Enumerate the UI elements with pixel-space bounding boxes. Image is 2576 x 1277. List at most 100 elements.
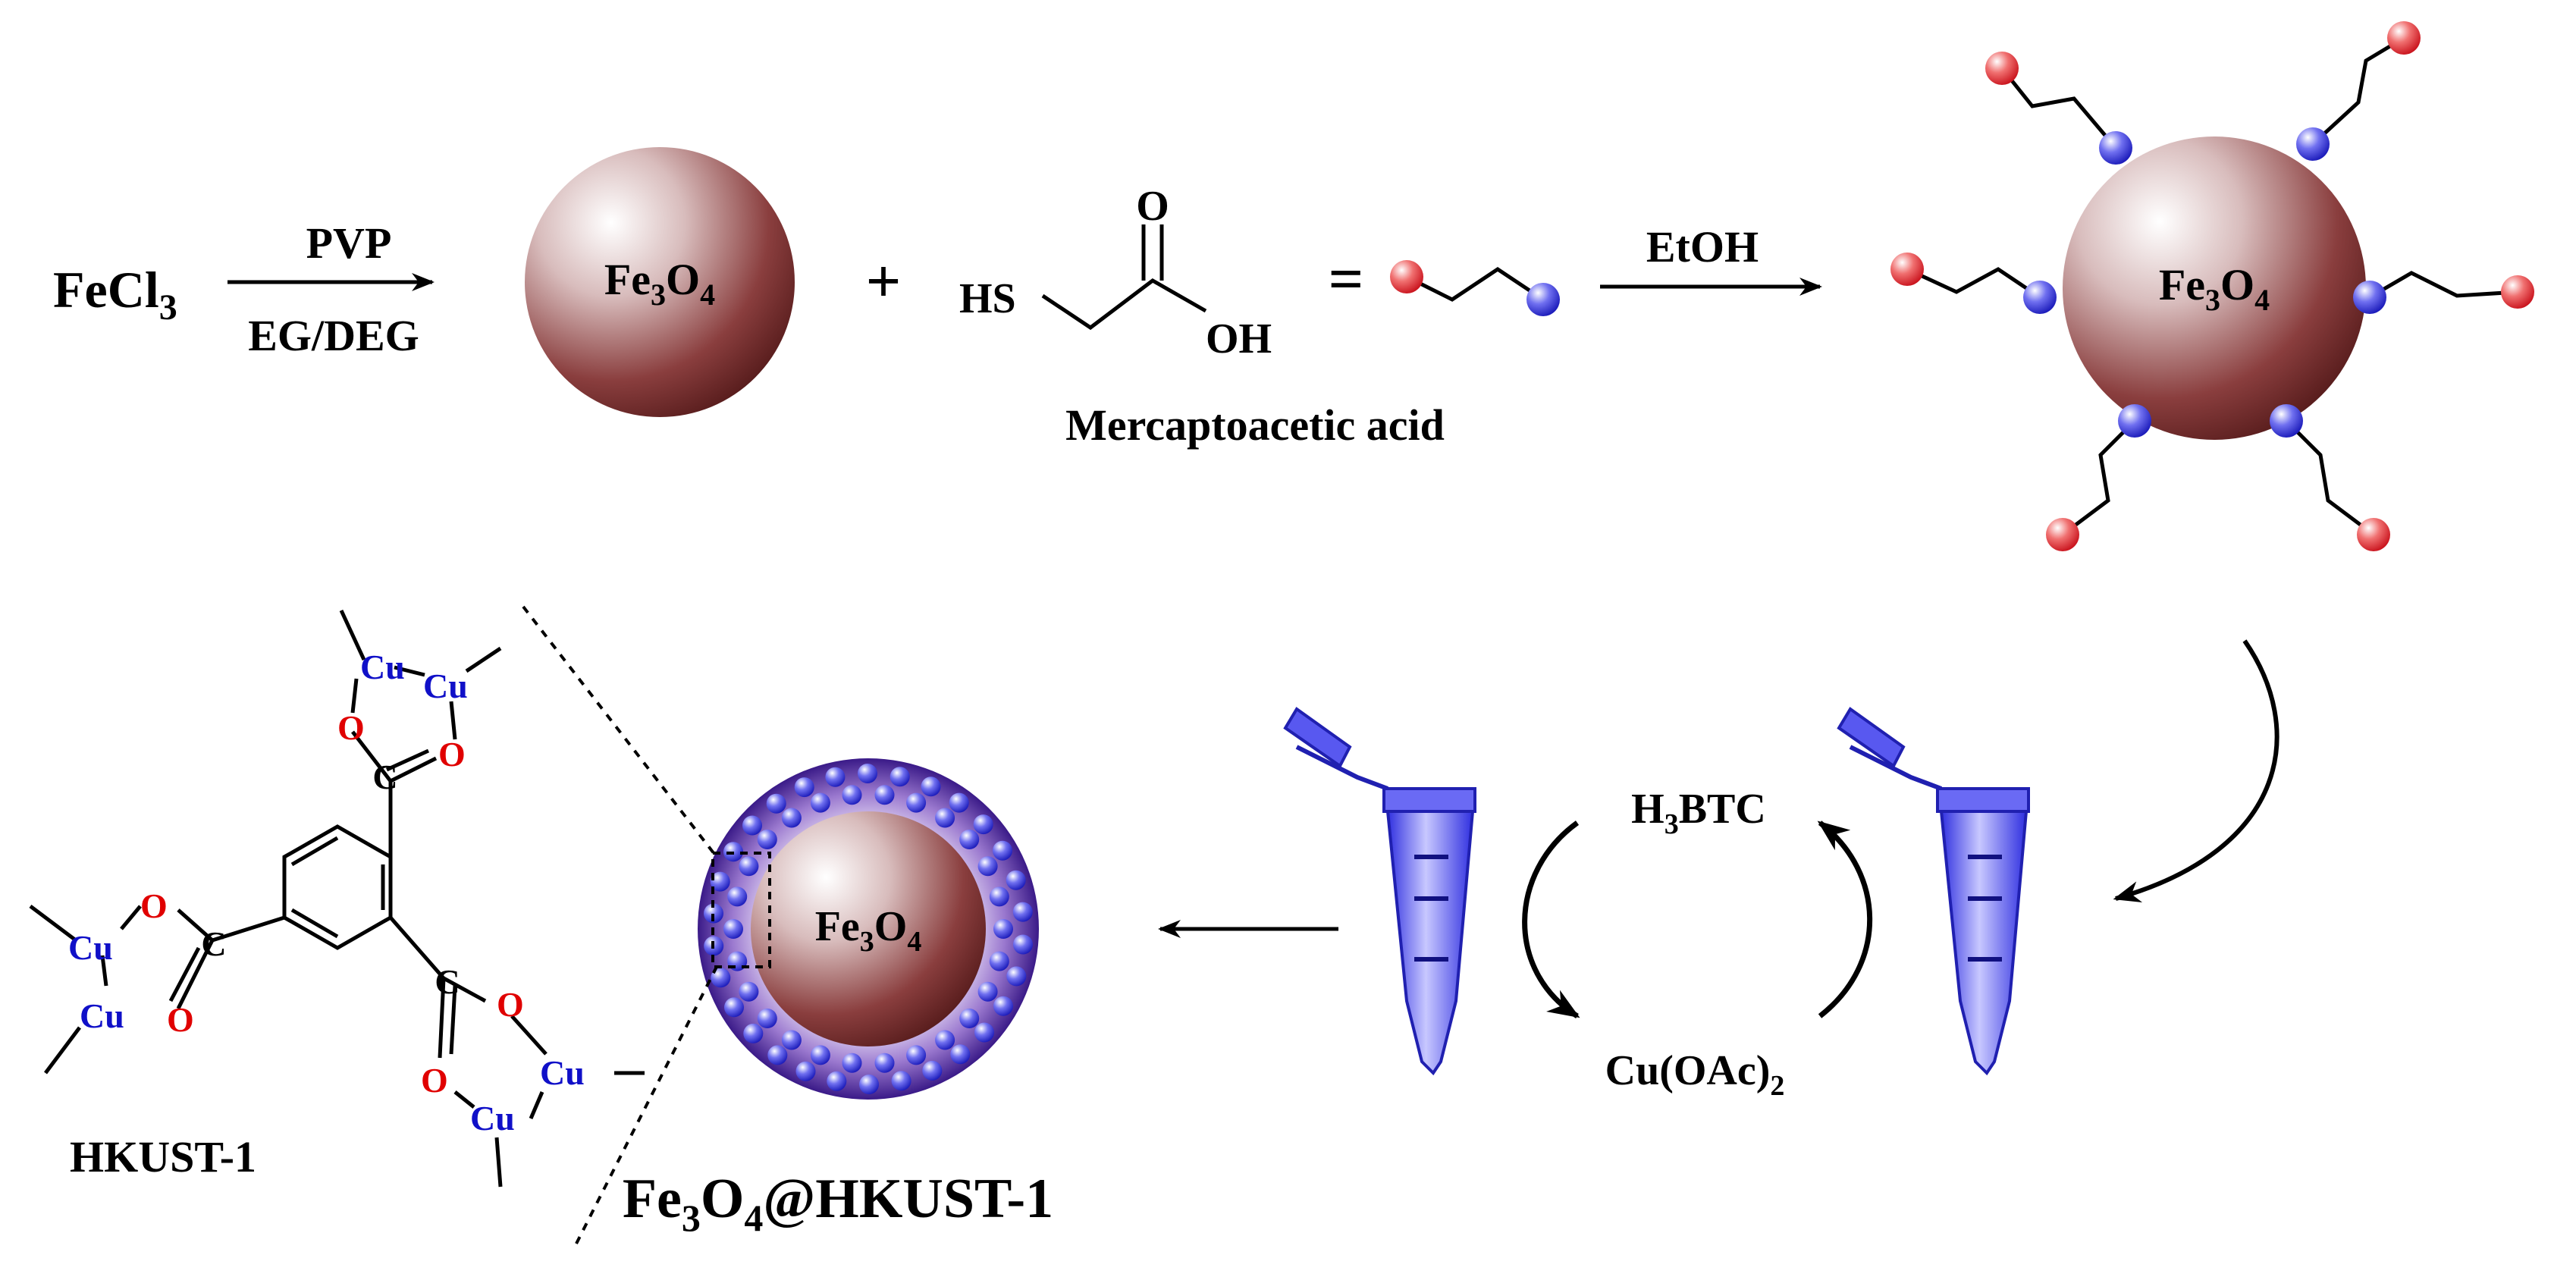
pore-dot	[959, 1009, 980, 1028]
condition-eg-deg: EG/DEG	[248, 311, 419, 360]
pore-dot	[810, 792, 830, 813]
pore-dot	[727, 886, 748, 907]
fecl3-formula: FeCl3	[53, 261, 177, 328]
pore-dot	[935, 808, 955, 828]
pore-dot	[989, 951, 1009, 971]
pore-dot	[950, 1044, 971, 1065]
pore-dot	[859, 1075, 879, 1094]
plus-sign: +	[866, 246, 902, 315]
svg-text:Fe3O4: Fe3O4	[604, 255, 715, 312]
pore-dot	[795, 1061, 816, 1081]
acid-hs-label: HS	[959, 275, 1016, 322]
cycle-arrow-left	[1522, 820, 1580, 1018]
pore-dot	[743, 1023, 764, 1043]
svg-text:O: O	[167, 1000, 194, 1039]
pore-dot	[973, 814, 993, 835]
fe3o4-hkust1-composite: Fe3O4	[698, 758, 1039, 1100]
mercaptoacetic-acid-structure: HS O OH	[959, 183, 1272, 362]
pore-dot	[977, 856, 998, 877]
pore-dot	[739, 856, 759, 877]
hkust1-structure: C C C Cu Cu O O O O Cu Cu O O Cu Cu	[29, 609, 645, 1188]
pore-dot	[842, 785, 862, 805]
mercaptoacetic-acid-name: Mercaptoacetic acid	[1065, 400, 1445, 450]
pore-dot	[766, 793, 786, 814]
pore-dot	[935, 1030, 955, 1050]
pore-dot	[891, 1071, 911, 1091]
svg-text:O: O	[421, 1061, 448, 1100]
svg-text:C: C	[435, 962, 460, 1001]
svg-text:C: C	[201, 924, 226, 963]
pore-dot	[906, 792, 927, 813]
hkust1-label: HKUST-1	[70, 1132, 256, 1181]
reagent-cu-oac2: Cu(OAc)2	[1605, 1047, 1785, 1102]
pore-dot	[906, 1045, 927, 1065]
svg-text:O: O	[438, 735, 466, 773]
pore-dot	[781, 1030, 802, 1050]
pore-dot	[974, 1022, 994, 1043]
pore-dot	[874, 785, 895, 805]
svg-text:C: C	[372, 758, 397, 796]
svg-text:O: O	[140, 886, 168, 925]
pore-dot	[757, 830, 777, 849]
pore-dot	[977, 981, 998, 1002]
pore-dot	[781, 808, 802, 828]
pore-dot	[724, 997, 744, 1018]
mof-pore-dots	[704, 764, 1033, 1094]
pore-dot	[1006, 966, 1027, 987]
svg-text:O: O	[337, 708, 365, 747]
pore-dot	[825, 767, 846, 787]
pore-dot	[742, 815, 762, 836]
fe3o4-nanoparticle: Fe3O4	[525, 147, 795, 417]
ligand-icon	[1390, 260, 1560, 316]
centrifuge-tube-left	[1283, 707, 1476, 1076]
svg-text:Fe3O4: Fe3O4	[815, 903, 922, 958]
pore-dot	[993, 840, 1012, 861]
pore-dot	[1012, 902, 1033, 922]
svg-text:Cu: Cu	[68, 928, 113, 967]
svg-text:Cu: Cu	[540, 1053, 585, 1092]
zoom-line-top	[522, 605, 718, 858]
svg-text:Cu: Cu	[360, 648, 405, 686]
pore-dot	[739, 981, 759, 1002]
pore-dot	[989, 886, 1009, 907]
acid-oh-label: OH	[1206, 315, 1272, 362]
condition-pvp: PVP	[306, 218, 392, 268]
svg-text:Fe3O4: Fe3O4	[2159, 260, 2270, 317]
pore-dot	[858, 764, 877, 783]
svg-text:Cu: Cu	[80, 996, 124, 1035]
svg-text:Cu: Cu	[470, 1099, 515, 1137]
equals-sign: =	[1329, 244, 1364, 313]
pore-dot	[922, 1060, 943, 1081]
pore-dot	[794, 777, 814, 798]
pore-dot	[949, 792, 969, 813]
pore-dot	[959, 830, 980, 849]
functionalized-fe3o4: Fe3O4	[1890, 21, 2534, 551]
pore-dot	[827, 1071, 847, 1091]
pore-dot	[993, 919, 1013, 939]
pore-dot	[842, 1053, 862, 1073]
condition-etoh: EtOH	[1646, 222, 1759, 271]
pore-dot	[704, 903, 723, 924]
svg-text:FeCl3: FeCl3	[53, 261, 177, 328]
pore-dot	[757, 1009, 777, 1028]
composite-label: Fe3O4@HKUST-1	[623, 1168, 1053, 1239]
pore-dot	[723, 919, 743, 939]
pore-dot	[710, 871, 730, 892]
cycle-arrow-right	[1817, 820, 1873, 1018]
pore-dot	[1013, 934, 1033, 955]
zoom-line-bottom	[575, 966, 718, 1244]
acid-o-label: O	[1136, 183, 1169, 230]
pore-dot	[921, 777, 941, 797]
pore-dot	[1006, 870, 1026, 890]
reagent-h3btc: H3BTC	[1631, 786, 1766, 840]
pore-dot	[890, 767, 910, 787]
zoom-box	[711, 852, 771, 968]
curved-arrow-to-tube	[2113, 639, 2279, 903]
svg-text:Cu: Cu	[423, 667, 468, 705]
pore-dot	[767, 1045, 788, 1065]
centrifuge-tube-right	[1837, 707, 2030, 1076]
pore-dot	[711, 968, 731, 988]
pore-dot	[993, 996, 1013, 1016]
svg-text:O: O	[497, 985, 524, 1024]
